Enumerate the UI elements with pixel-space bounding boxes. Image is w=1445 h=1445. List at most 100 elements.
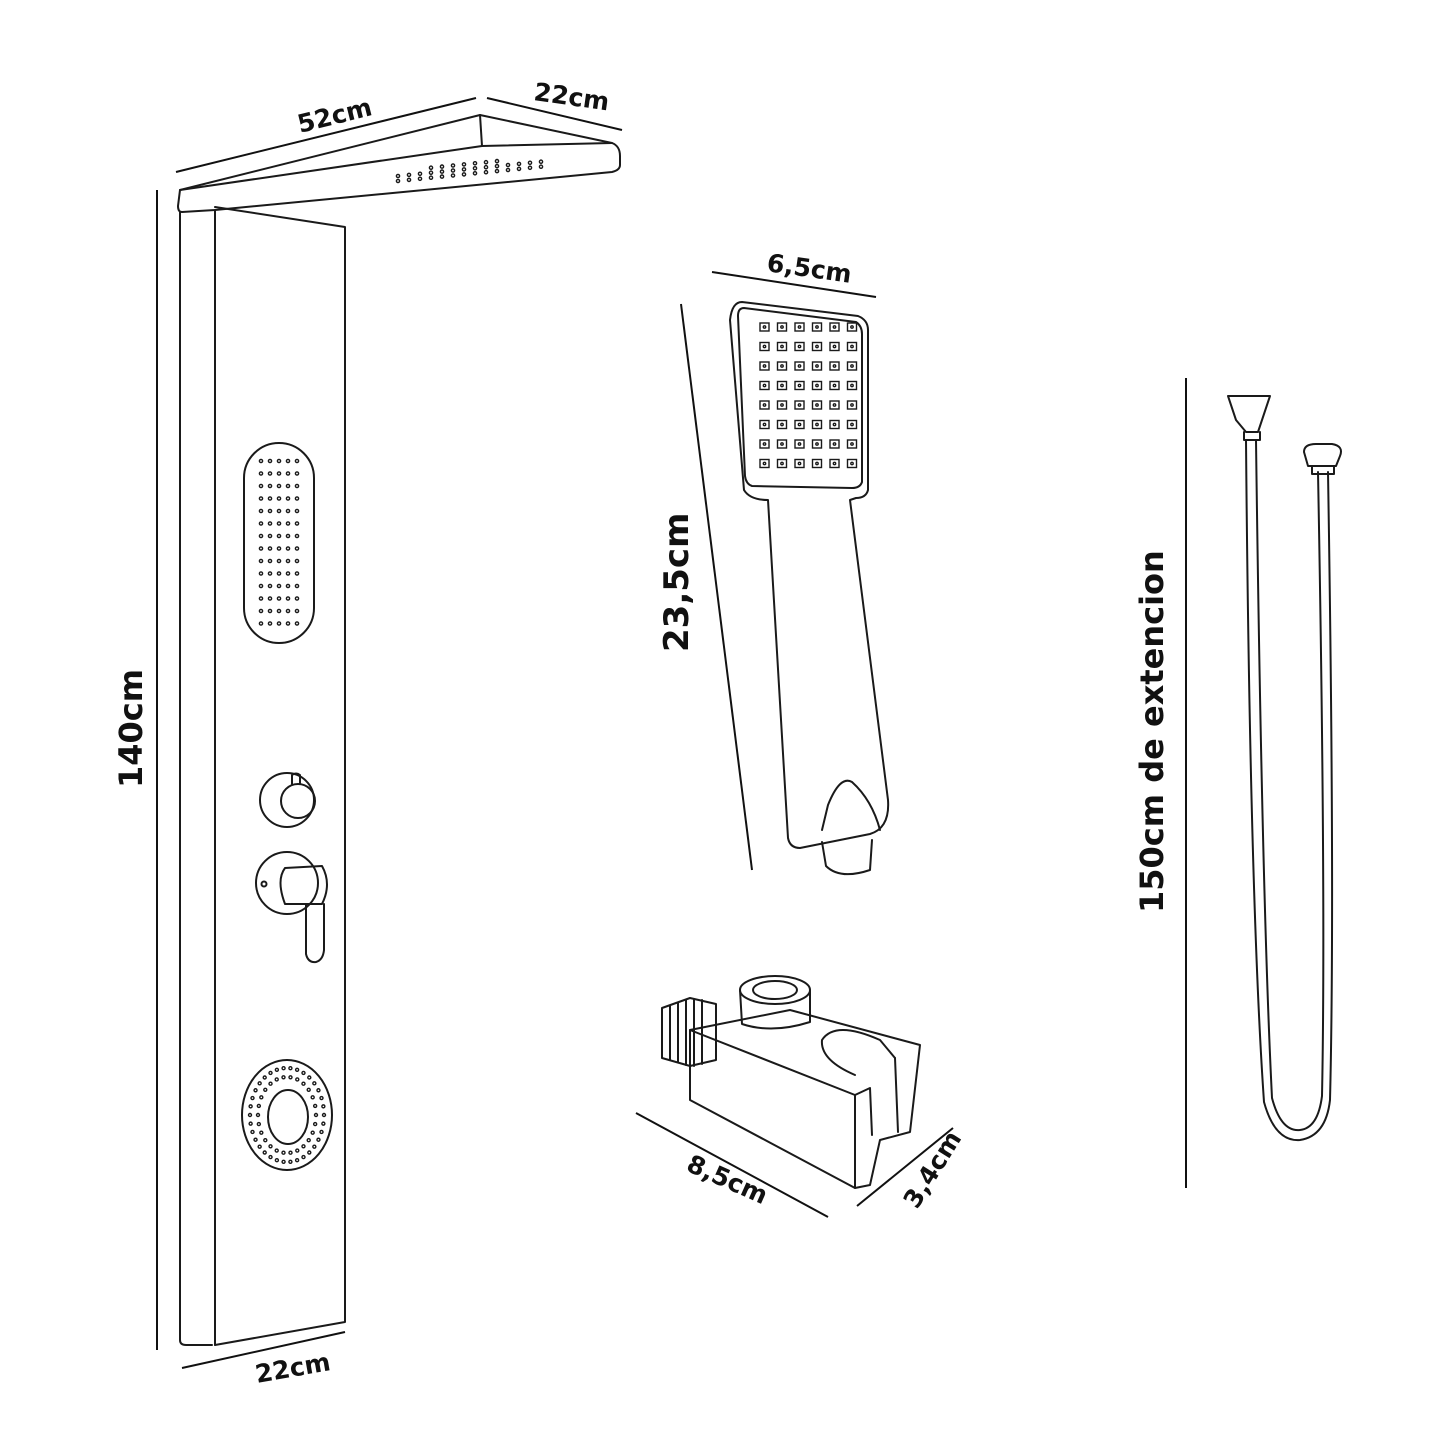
nozzle-dot <box>832 344 837 349</box>
nozzle-dot <box>285 521 291 526</box>
nozzle-dot <box>285 621 291 626</box>
round-jet <box>241 1059 333 1171</box>
nozzle-dot <box>312 1081 317 1086</box>
nozzle-square <box>776 361 788 371</box>
nozzle-dot <box>832 364 837 368</box>
nozzle-dot <box>253 1088 258 1093</box>
nozzle-dot <box>815 461 819 466</box>
nozzle-dot <box>832 383 837 388</box>
nozzle-dot <box>321 1121 326 1126</box>
nozzle-dot <box>267 583 273 589</box>
nozzle-dot <box>256 1121 262 1127</box>
nozzle-dot <box>306 1137 311 1143</box>
body-jet-nozzles <box>258 458 300 626</box>
holder-dimensions <box>635 1112 954 1218</box>
nozzle-dot <box>276 583 282 589</box>
nozzle-dot <box>850 325 854 329</box>
nozzle-dot <box>406 172 412 178</box>
nozzle-dot <box>268 1154 273 1160</box>
nozzle-dot <box>762 461 767 466</box>
nozzle-dot <box>780 422 784 427</box>
nozzle-dot <box>258 521 264 526</box>
nozzle-square <box>846 458 858 469</box>
nozzle-dot <box>762 442 767 446</box>
nozzle-dot <box>263 1137 268 1143</box>
nozzle-dot <box>310 1095 315 1100</box>
nozzle-dot <box>285 533 291 539</box>
nozzle-dot <box>267 508 273 514</box>
mixer-lever <box>255 851 328 964</box>
nozzle-dot <box>281 1075 286 1080</box>
nozzle-dot <box>267 596 273 601</box>
nozzle-dot <box>316 1088 321 1093</box>
nozzle-square <box>794 361 805 371</box>
nozzle-dot <box>262 1150 267 1155</box>
nozzle-dot <box>815 325 819 329</box>
nozzle-dot <box>780 403 784 407</box>
nozzle-square <box>776 341 788 352</box>
nozzle-dot <box>258 458 264 464</box>
nozzle-dot <box>258 496 264 501</box>
nozzle-dot <box>797 383 802 388</box>
nozzle-dot <box>815 422 819 427</box>
rain-head-nozzles <box>395 158 544 184</box>
nozzle-dot <box>797 344 802 349</box>
nozzle-dot <box>762 325 767 329</box>
nozzle-square <box>829 439 840 449</box>
nozzle-dot <box>276 546 282 551</box>
nozzle-dot <box>417 171 423 177</box>
nozzle-dot <box>483 169 489 175</box>
nozzle-dot <box>276 558 282 564</box>
nozzle-dot <box>281 1066 286 1071</box>
nozzle-dot <box>461 162 467 167</box>
nozzle-dot <box>294 508 300 514</box>
nozzle-dot <box>797 325 802 329</box>
nozzle-dot <box>461 167 467 172</box>
nozzle-dot <box>428 170 434 175</box>
nozzle-dot <box>258 596 264 601</box>
nozzle-dot <box>285 496 291 501</box>
nozzle-dot <box>267 471 273 476</box>
nozzle-dot <box>274 1067 280 1072</box>
nozzle-dot <box>253 1137 258 1142</box>
nozzle-dot <box>762 403 767 407</box>
nozzle-square <box>759 361 770 371</box>
nozzle-dot <box>294 1067 300 1072</box>
nozzle-dot <box>310 1130 315 1135</box>
nozzle-dot <box>276 471 282 476</box>
nozzle-square <box>776 400 788 410</box>
nozzle-dot <box>797 422 802 427</box>
nozzle-dot <box>797 403 802 407</box>
shower-panel <box>177 114 621 1346</box>
nozzle-dot <box>285 558 291 564</box>
nozzle-dot <box>538 159 544 164</box>
nozzle-dot <box>262 1075 267 1080</box>
nozzle-dot <box>428 165 434 170</box>
nozzle-dot <box>295 1148 300 1153</box>
nozzle-dot <box>276 533 282 539</box>
nozzle-square <box>829 322 840 332</box>
nozzle-dot <box>285 583 291 589</box>
nozzle-square <box>794 341 805 352</box>
nozzle-dot <box>307 1150 312 1155</box>
nozzle-dot <box>294 571 300 576</box>
nozzle-dot <box>815 403 819 407</box>
nozzle-square <box>794 439 805 449</box>
nozzle-square <box>811 400 823 410</box>
nozzle-square <box>794 380 805 391</box>
body-jet <box>243 442 315 644</box>
nozzle-dot <box>301 1144 306 1149</box>
nozzle-dot <box>316 1137 321 1142</box>
nozzle-dot <box>285 508 291 514</box>
nozzle-dot <box>439 174 445 179</box>
nozzle-dot <box>268 1070 273 1076</box>
nozzle-dot <box>294 521 300 526</box>
nozzle-dot <box>417 176 423 182</box>
nozzle-square <box>829 419 840 430</box>
nozzle-dot <box>516 161 522 167</box>
hand-shower <box>729 301 890 876</box>
nozzle-square <box>811 361 823 371</box>
nozzle-dot <box>312 1103 318 1109</box>
nozzle-dot <box>797 364 802 368</box>
nozzle-dot <box>850 403 854 407</box>
